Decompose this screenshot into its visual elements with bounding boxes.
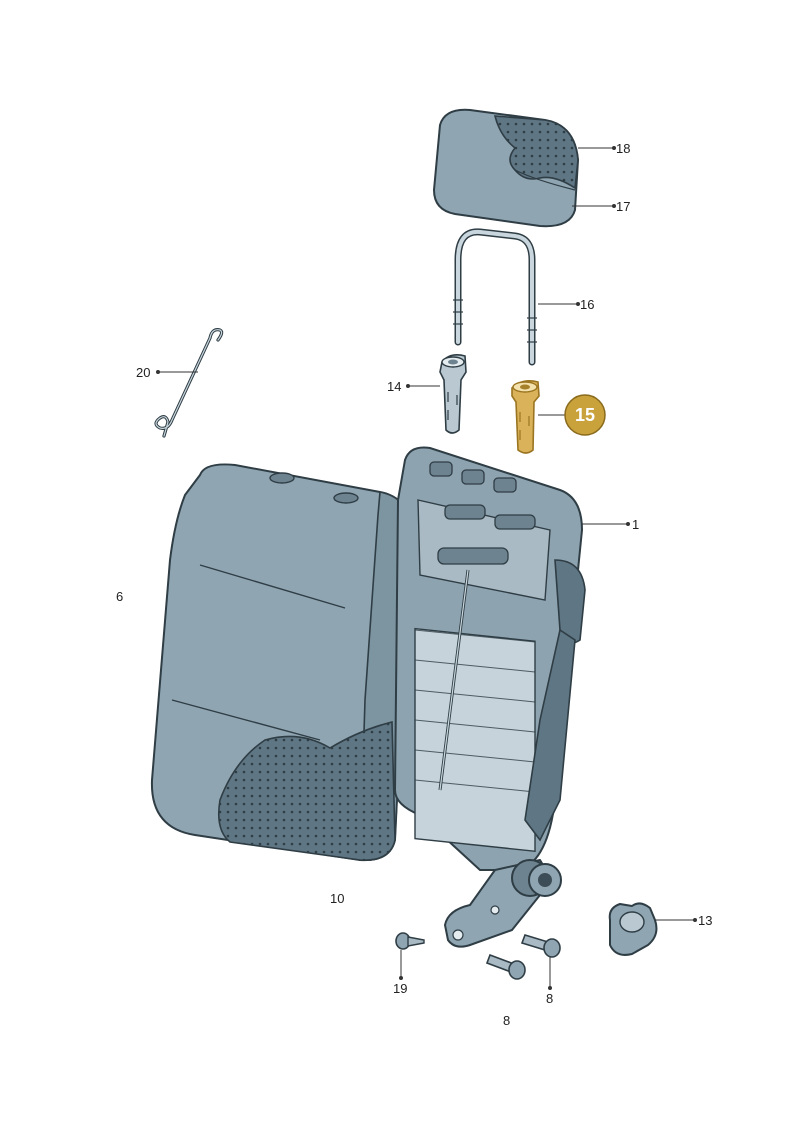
knob-part <box>608 902 658 956</box>
callout-13: 13 <box>698 913 712 928</box>
callout-17: 17 <box>616 199 630 214</box>
callout-19: 19 <box>393 981 407 996</box>
recliner-plate-part <box>444 859 562 948</box>
callout-18: 18 <box>616 141 630 156</box>
headrest-part <box>433 108 579 228</box>
guide-sleeve-part <box>439 354 467 434</box>
callout-15-badge[interactable]: 15 <box>564 394 606 436</box>
callout-10: 10 <box>330 891 344 906</box>
leader-lines <box>156 146 697 990</box>
headrest-rod-part <box>453 228 537 366</box>
highlighted-guide-sleeve-part <box>511 380 540 454</box>
callout-14: 14 <box>387 379 401 394</box>
callout-16: 16 <box>580 297 594 312</box>
bolt-part <box>485 934 561 980</box>
callout-6: 6 <box>116 589 123 604</box>
callout-8-bottom: 8 <box>503 1013 510 1028</box>
backrest-cushion-part <box>150 463 411 862</box>
callout-1: 1 <box>632 517 639 532</box>
screw-part <box>395 932 425 950</box>
callout-20: 20 <box>136 365 150 380</box>
callout-15: 15 <box>575 405 595 425</box>
callout-labels: 18 17 16 14 20 1 6 10 13 19 8 8 <box>116 141 712 1028</box>
callout-8-right: 8 <box>546 991 553 1006</box>
backrest-frame-part <box>393 446 586 871</box>
wire-hook-part <box>154 328 224 438</box>
